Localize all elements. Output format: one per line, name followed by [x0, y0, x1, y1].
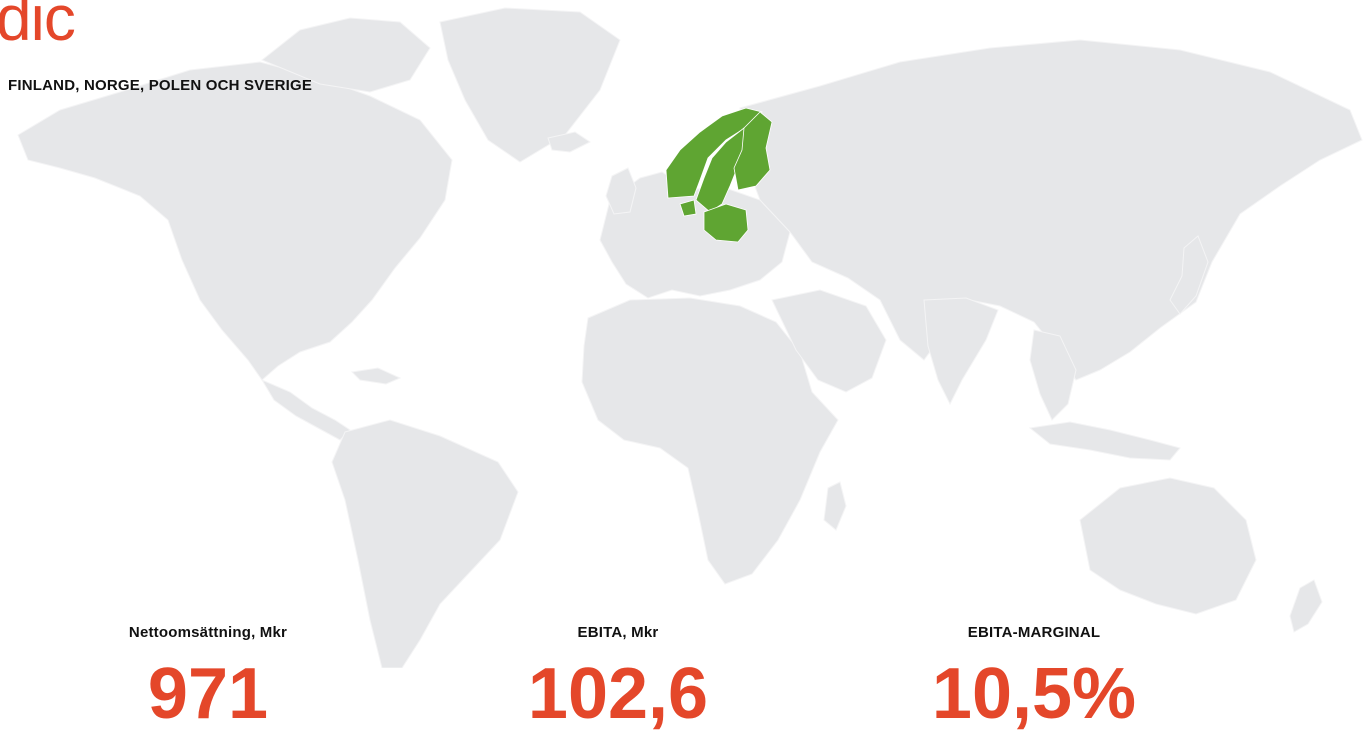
page-title: dic: [0, 0, 76, 54]
caribbean: [350, 367, 402, 385]
highlight-finland: [733, 111, 773, 191]
south-america: [331, 419, 519, 668]
kpi-net-sales: Nettoomsättning, Mkr 971: [38, 624, 378, 730]
region-subtitle: FINLAND, NORGE, POLEN OCH SVERIGE: [8, 77, 313, 94]
asia: [739, 39, 1363, 381]
kpi-label: EBITA, Mkr: [577, 624, 659, 641]
middle-east: [771, 289, 887, 393]
greenland: [439, 7, 621, 163]
indonesia: [1028, 421, 1181, 461]
kpi-label: EBITA-MARGINAL: [967, 624, 1101, 641]
kpi-ebita-margin: EBITA-MARGINAL 10,5%: [864, 624, 1204, 730]
highlight-poland: [703, 203, 749, 243]
india: [923, 297, 999, 406]
iceland: [547, 131, 591, 153]
kpi-ebita: EBITA, Mkr 102,6: [448, 624, 788, 730]
arctic-islands: [261, 17, 431, 93]
kpi-value: 971: [147, 654, 269, 734]
japan: [1169, 235, 1209, 315]
north-america-landmass: [17, 61, 453, 381]
kpi-label: Nettoomsättning, Mkr: [128, 624, 288, 641]
australia: [1079, 477, 1257, 615]
highlight-denmark: [679, 199, 697, 217]
world-map: [17, 7, 1363, 668]
central-america: [260, 378, 351, 441]
kpi-value: 102,6: [527, 654, 709, 734]
highlight-norway: [665, 107, 763, 199]
new-zealand: [1289, 579, 1323, 633]
africa: [581, 297, 839, 585]
british-isles: [605, 167, 637, 215]
kpi-value: 10,5%: [931, 654, 1137, 734]
madagascar: [823, 481, 847, 531]
southeast-asia: [1029, 329, 1077, 421]
